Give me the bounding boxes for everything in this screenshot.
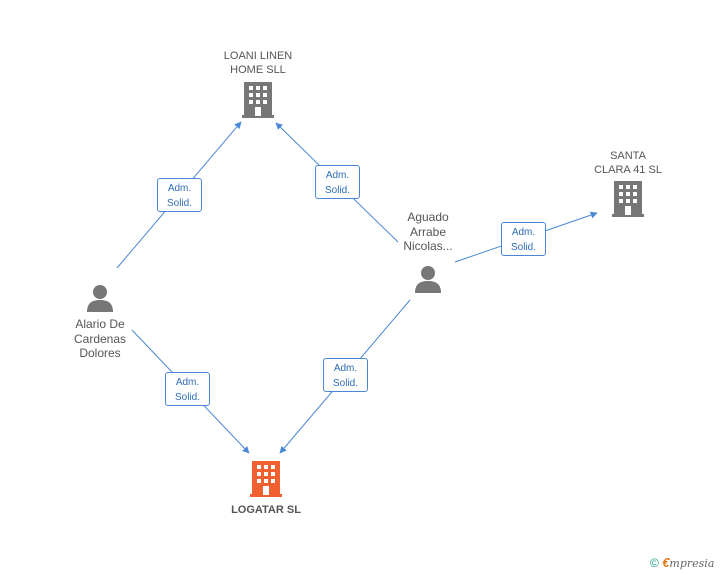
building-icon [250, 461, 282, 497]
company-logatar[interactable]: LOGATAR SL [216, 461, 316, 517]
company-santa-clara-label: SANTA CLARA 41 SL [594, 150, 662, 176]
person-icon [87, 285, 113, 312]
relation-badge[interactable]: Adm. Solid. [157, 178, 202, 212]
company-santa-clara[interactable]: SANTA CLARA 41 SL [578, 149, 678, 217]
relation-badge[interactable]: Adm. Solid. [323, 358, 368, 392]
person-aguado-label: Aguado Arrabe Nicolas... [403, 210, 453, 253]
person-icon [415, 265, 441, 293]
relation-badge[interactable]: Adm. Solid. [501, 222, 546, 256]
relation-badge[interactable]: Adm. Solid. [315, 165, 360, 199]
person-alario-label: Alario De Cardenas Dolores [73, 317, 127, 360]
brand-name: mpresia [669, 557, 715, 570]
relation-badge[interactable]: Adm. Solid. [165, 372, 210, 406]
building-icon [242, 82, 274, 118]
person-aguado[interactable]: Aguado Arrabe Nicolas... [383, 210, 473, 293]
brand-footer[interactable]: © €mpresia [650, 555, 714, 570]
company-loani[interactable]: LOANI LINEN HOME SLL [208, 49, 308, 118]
company-logatar-label: LOGATAR SL [231, 504, 301, 516]
building-icon [612, 181, 644, 217]
brand-initial: € [662, 555, 670, 570]
copyright-icon: © [650, 556, 659, 570]
person-alario[interactable]: Alario De Cardenas Dolores [55, 284, 145, 361]
company-loani-label: LOANI LINEN HOME SLL [223, 50, 293, 76]
